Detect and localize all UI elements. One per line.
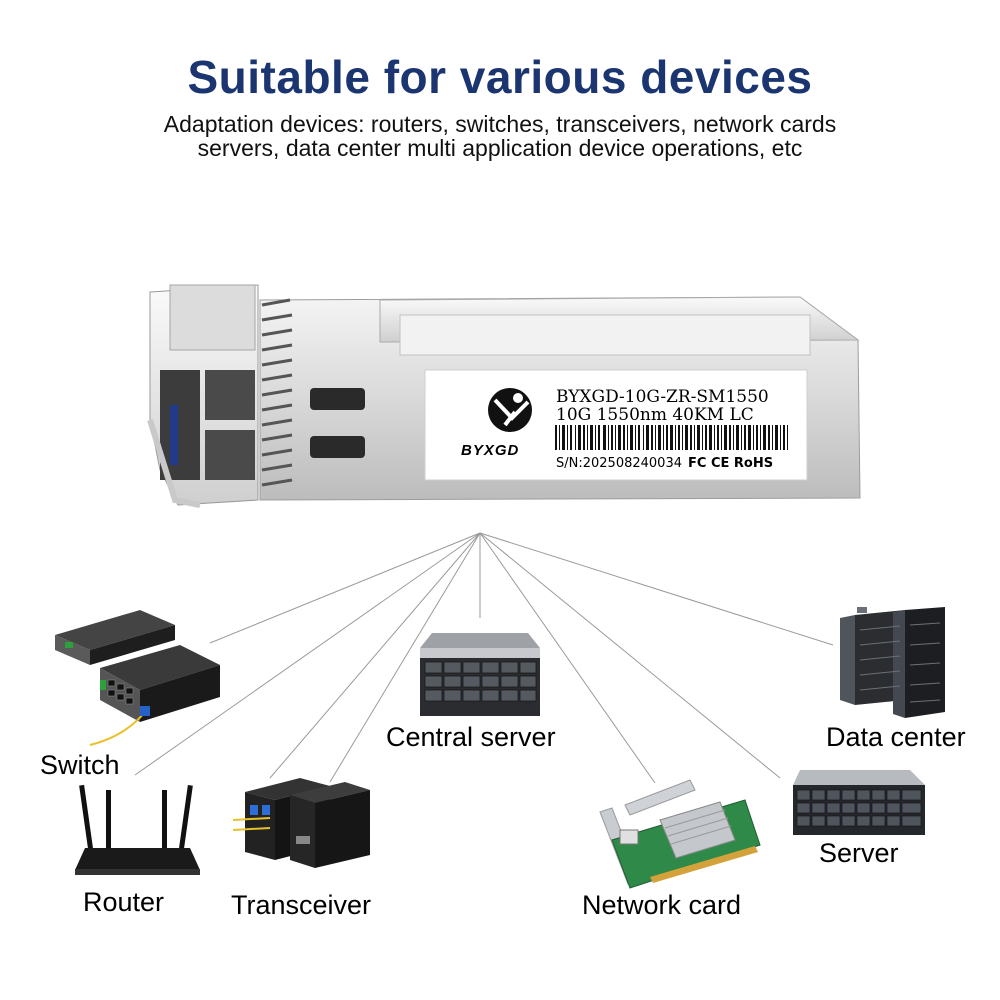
module-model: BYXGD-10G-ZR-SM1550 [556,387,769,407]
module-spec: 10G 1550nm 40KM LC [556,405,754,425]
connector-lines [134,532,834,784]
device-label-transceiver: Transceiver [231,890,372,920]
device-label-data-center: Data center [826,722,966,752]
brand-logo-icon [488,388,532,432]
transceiver-icon [232,778,370,868]
page-title: Suitable for various devices [187,51,813,103]
device-label-router: Router [83,887,165,917]
subtitle-line-2: servers, data center multi application d… [197,135,803,161]
switch-icon [55,610,220,746]
brand-name: BYXGD [461,442,519,459]
subtitle-line-1: Adaptation devices: routers, switches, t… [163,111,837,137]
rack-server-icon [793,770,925,835]
device-label-central-server: Central server [386,722,556,752]
device-label-server: Server [819,838,899,868]
server-chassis-icon [420,633,540,716]
sfp-module [147,284,861,508]
server-rack-icon [840,607,945,718]
network-card-icon [599,779,761,889]
module-serial: S/N:202508240034 [556,456,682,471]
router-icon [75,784,200,875]
module-certs: FC CE RoHS [688,456,773,471]
barcode [555,425,788,450]
device-label-network-card: Network card [582,890,742,920]
device-label-switch: Switch [40,750,120,780]
